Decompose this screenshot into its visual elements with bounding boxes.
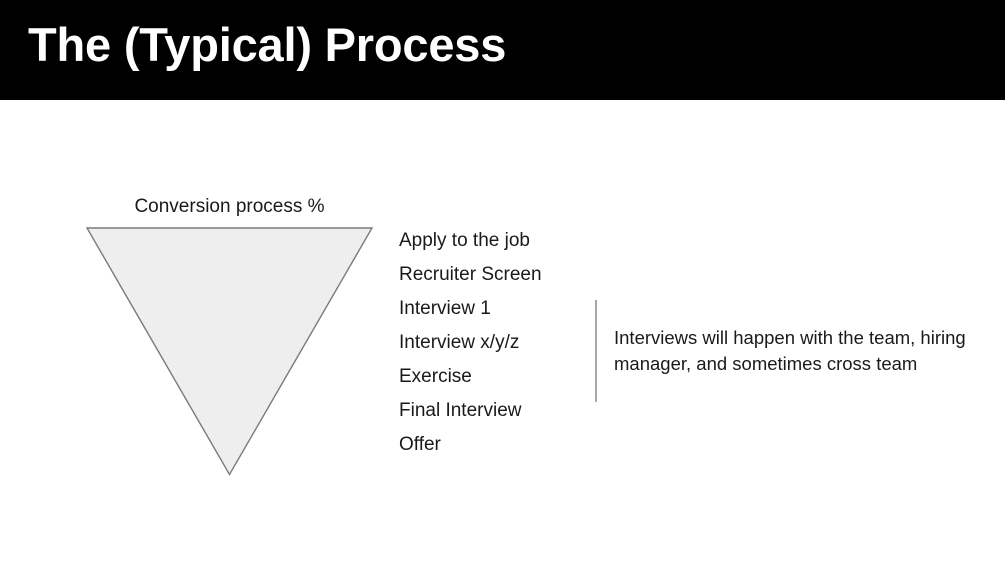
interview-annotation: Interviews will happen with the team, hi…	[595, 300, 995, 402]
list-item: Interview x/y/z	[399, 332, 520, 353]
funnel-triangle-shape	[86, 227, 373, 476]
list-item: Apply to the job	[399, 230, 530, 251]
list-item: Recruiter Screen	[399, 264, 542, 285]
list-item: Final Interview	[399, 400, 522, 421]
funnel-caption-label: Conversion process %	[134, 196, 325, 217]
list-item: Offer	[399, 434, 441, 455]
list-item: Interview 1	[399, 298, 491, 319]
list-item: Exercise	[399, 366, 472, 387]
title-banner: The (Typical) Process	[0, 0, 1005, 100]
annotation-divider-rule	[595, 300, 597, 402]
page-title: The (Typical) Process	[28, 18, 507, 71]
annotation-text: Interviews will happen with the team, hi…	[614, 327, 966, 374]
process-steps-list: Apply to the job Recruiter Screen Interv…	[399, 230, 589, 468]
